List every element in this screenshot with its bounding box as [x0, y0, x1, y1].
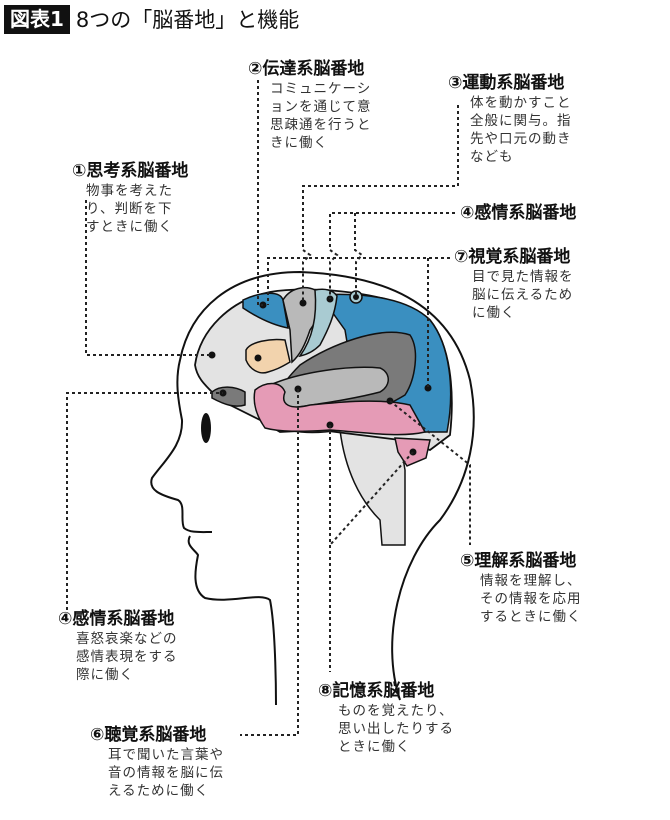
label-desc: コミュニケーシ ョンを通じて意 思疎通を行うと きに働く	[270, 81, 372, 151]
number-badge: ②	[248, 59, 263, 79]
label-title: 感情系脳番地	[474, 203, 577, 223]
label-emotion-top: ④感情系脳番地	[460, 202, 576, 224]
label-title: 運動系脳番地	[462, 73, 565, 93]
region-peach	[245, 338, 291, 374]
label-desc: ものを覚えたり、 思い出したりする ときに働く	[338, 703, 454, 755]
label-desc: 物事を考えた り、判断を下 すときに働く	[86, 183, 173, 235]
label-motor: ③運動系脳番地 体を動かすこと 全般に関与。指 先や口元の動き なども	[448, 72, 572, 166]
label-transmission: ②伝達系脳番地 コミュニケーシ ョンを通じて意 思疎通を行うと きに働く	[248, 58, 372, 152]
label-title: 思考系脳番地	[86, 161, 189, 181]
number-badge: ④	[460, 203, 475, 223]
leader-lines	[66, 80, 471, 736]
label-emotion-bottom: ④感情系脳番地 喜怒哀楽などの 感情表現をする 際に働く	[58, 608, 178, 684]
region-emotion-dark	[211, 386, 246, 407]
region-motor-paleblue	[298, 288, 338, 358]
label-auditory: ⑥聴覚系脳番地 耳で聞いた言葉や 音の情報を脳に伝 えるために働く	[90, 724, 224, 800]
label-title: 聴覚系脳番地	[104, 725, 207, 745]
label-visual: ⑦視覚系脳番地 目で見た情報を 脳に伝えるため に働く	[454, 246, 574, 322]
label-memory: ⑧記憶系脳番地 ものを覚えたり、 思い出したりする ときに働く	[318, 680, 454, 756]
region-transmission-blue	[242, 292, 289, 329]
brain-stem	[339, 429, 406, 546]
eye-icon	[201, 413, 211, 443]
label-title: 伝達系脳番地	[262, 59, 365, 79]
label-desc: 体を動かすこと 全般に関与。指 先や口元の動き なども	[470, 95, 572, 165]
figure-badge: 図表1	[4, 4, 70, 34]
label-desc: 目で見た情報を 脳に伝えるため に働く	[472, 269, 574, 321]
number-badge: ⑥	[90, 725, 105, 745]
label-understanding: ⑤理解系脳番地 情報を理解し、 その情報を応用 するときに働く	[460, 550, 582, 626]
number-badge: ①	[72, 161, 87, 181]
head-outline	[150, 270, 475, 706]
number-badge: ⑦	[454, 247, 469, 267]
label-title: 記憶系脳番地	[332, 681, 435, 701]
number-badge: ③	[448, 73, 463, 93]
label-desc: 情報を理解し、 その情報を応用 するときに働く	[480, 573, 582, 625]
label-thinking: ①思考系脳番地 物事を考えた り、判断を下 すときに働く	[72, 160, 188, 236]
number-badge: ④	[58, 609, 73, 629]
label-desc: 喜怒哀楽などの 感情表現をする 際に働く	[76, 631, 178, 683]
label-title: 感情系脳番地	[72, 609, 175, 629]
figure-title: 8つの「脳番地」と機能	[75, 8, 300, 32]
label-title: 視覚系脳番地	[468, 247, 571, 267]
figure-title-bar: 図表1 8つの「脳番地」と機能	[4, 4, 299, 34]
number-badge: ⑤	[460, 551, 475, 571]
label-title: 理解系脳番地	[474, 551, 577, 571]
region-memory-pink	[253, 382, 427, 436]
label-desc: 耳で聞いた言葉や 音の情報を脳に伝 えるために働く	[108, 747, 224, 799]
number-badge: ⑧	[318, 681, 333, 701]
